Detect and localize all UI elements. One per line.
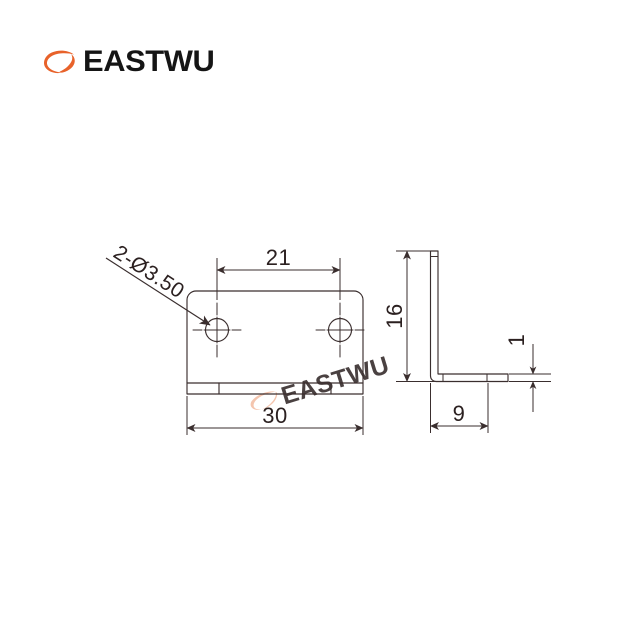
dimension-hole-spacing-label: 21: [266, 245, 291, 270]
dimension-thickness-label: 1: [504, 334, 529, 347]
plate-outline: [186, 290, 364, 395]
dimension-overall-width-label: 30: [262, 403, 287, 428]
side-view: [429, 250, 509, 383]
dimension-flange-depth-label: 9: [453, 401, 466, 426]
dimension-overall-height-label: 16: [382, 303, 407, 328]
watermark-lens-icon: [250, 391, 278, 410]
brand-logo: EASTWU: [42, 42, 215, 82]
dimension-overall-height: [396, 250, 436, 383]
angle-profile-outline: [429, 250, 509, 383]
hole-right: [315, 302, 365, 358]
dimension-overall-width: [186, 396, 364, 435]
brand-name: EASTWU: [83, 45, 215, 78]
leader-line: [105, 257, 211, 326]
dimension-hole-spacing: [216, 258, 341, 300]
hole-left: [192, 302, 242, 358]
callout-hole-diameter-label: 2-Ø3.50: [109, 241, 188, 303]
lens-eye-icon: [44, 50, 75, 74]
dimension-flange-depth: [429, 383, 489, 433]
front-view: [186, 290, 365, 395]
dimension-thickness: [509, 344, 551, 412]
watermark-text: EASTWU: [278, 351, 393, 410]
callout-hole-diameter: [105, 257, 211, 326]
